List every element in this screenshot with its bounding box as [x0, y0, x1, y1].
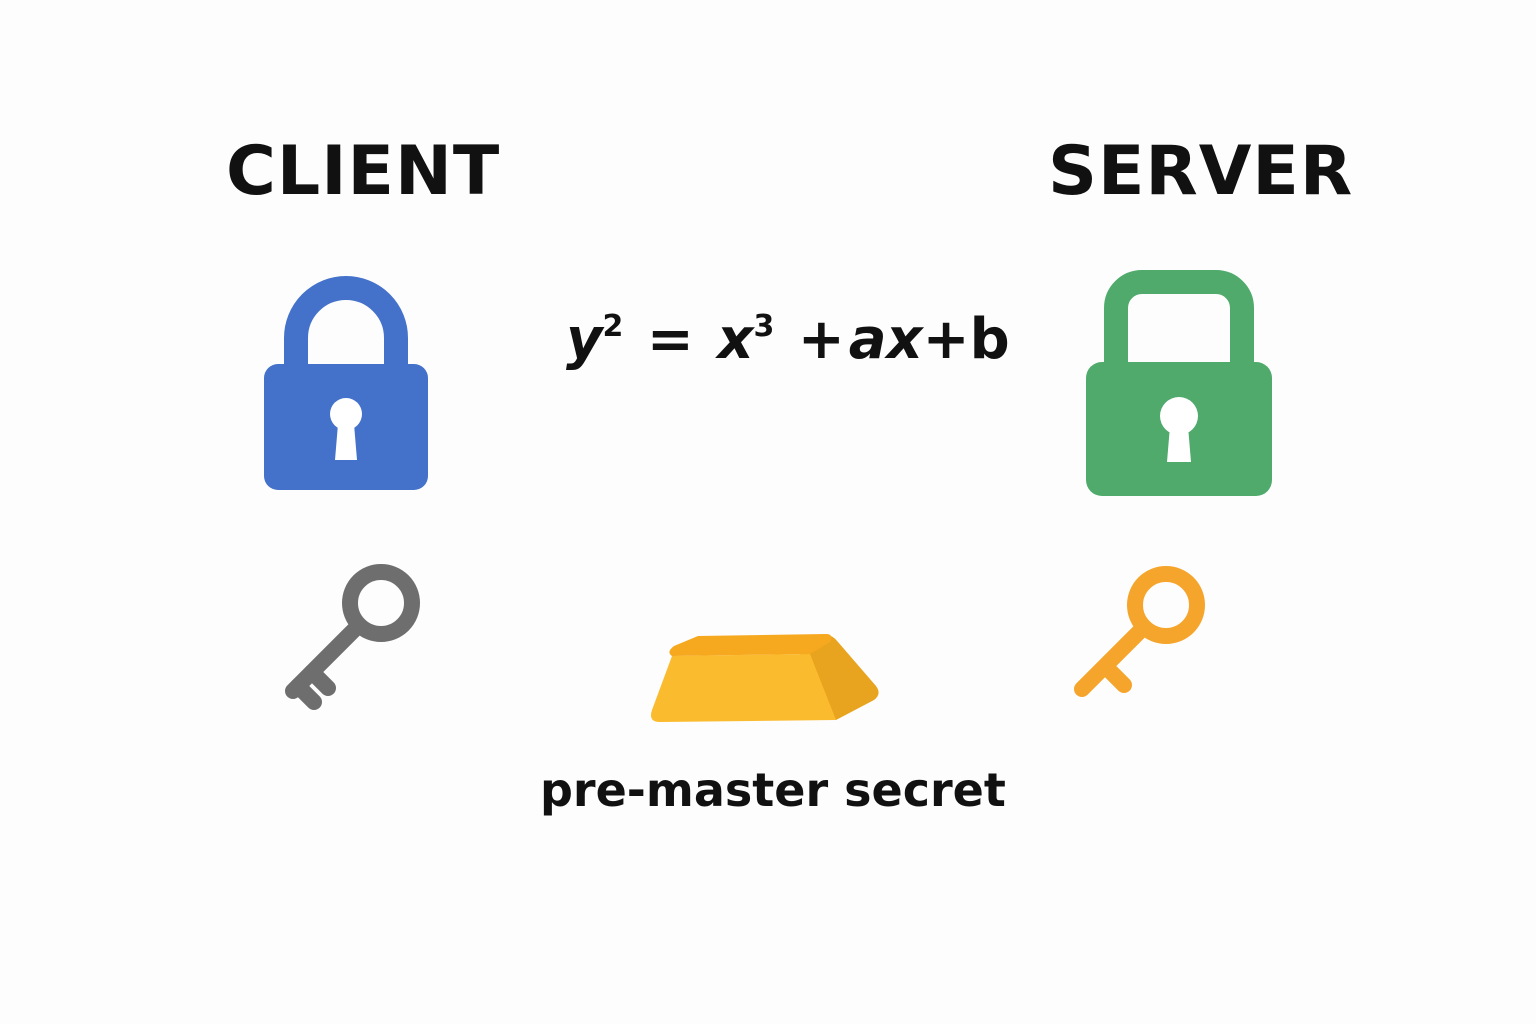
server-title: SERVER [1048, 132, 1354, 211]
server-padlock-icon [1086, 270, 1272, 496]
elliptic-curve-equation: y2 = x3 +ax+b [566, 290, 1010, 390]
server-key-icon [1074, 566, 1205, 697]
client-key-tooth-1 [304, 664, 336, 696]
server-key-shaft [1074, 619, 1152, 697]
server-keyhole-slot [1167, 426, 1191, 462]
eq-plus-1: + [797, 307, 845, 372]
eq-x: x [717, 307, 754, 372]
eq-plus-2: + [922, 307, 970, 372]
pre-master-secret-label: pre-master secret [540, 763, 1006, 817]
client-padlock-icon [264, 276, 428, 490]
server-padlock-shackle [1104, 270, 1254, 370]
gold-bar-front [651, 654, 836, 722]
eq-y: y [566, 307, 603, 372]
server-keyhole [1160, 397, 1198, 435]
client-keyhole [330, 398, 362, 430]
eq-ax: ax [848, 307, 923, 372]
client-keyhole-slot [335, 424, 357, 460]
client-key-tooth-2 [290, 678, 322, 710]
client-key-bow [342, 564, 420, 642]
client-title: CLIENT [226, 132, 501, 211]
eq-equals: = [646, 307, 694, 372]
gold-bar-icon [651, 634, 879, 722]
eq-b: b [969, 307, 1010, 372]
eq-y-exponent: 2 [602, 309, 624, 344]
client-padlock-shackle [284, 276, 408, 368]
eq-x-exponent: 3 [753, 309, 775, 344]
server-key-tooth [1098, 659, 1132, 693]
gold-bar-side [800, 635, 879, 720]
server-key-bow [1127, 566, 1205, 644]
client-key-shaft [285, 617, 367, 699]
gold-bar-top [669, 634, 832, 656]
client-key-icon [285, 564, 420, 710]
